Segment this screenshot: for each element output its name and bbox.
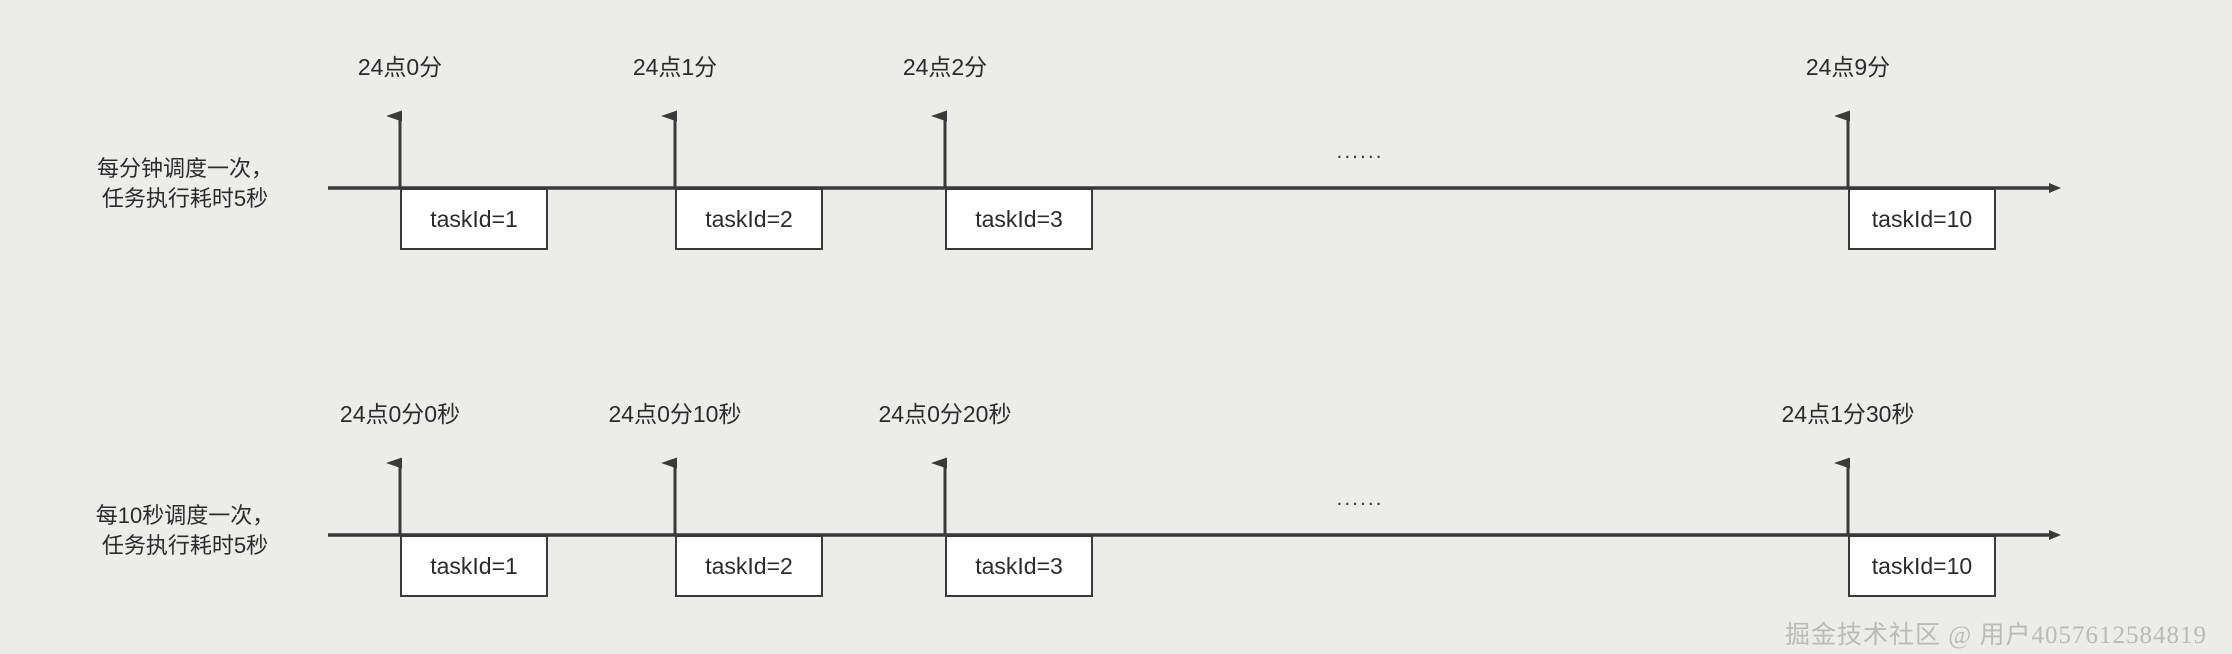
timeline-description-line2: 任务执行耗时5秒: [101, 533, 269, 558]
timeline-description-line1: 每分钟调度一次，: [96, 156, 273, 181]
task-execution-label: taskId=2: [705, 552, 793, 579]
task-execution-label: taskId=10: [1871, 205, 1973, 232]
task-execution-box: taskId=1: [400, 188, 548, 250]
task-execution-label: taskId=2: [705, 205, 793, 232]
task-execution-box: taskId=2: [675, 535, 823, 597]
task-execution-box: taskId=3: [945, 188, 1093, 250]
tick-time-label: 24点0分10秒: [608, 401, 742, 427]
task-execution-box: taskId=3: [945, 535, 1093, 597]
task-execution-label: taskId=1: [430, 552, 518, 579]
tick-time-label: 24点1分: [632, 54, 718, 80]
task-execution-box: taskId=1: [400, 535, 548, 597]
task-execution-box: taskId=10: [1848, 188, 1996, 250]
tick-time-label: 24点0分20秒: [878, 401, 1012, 427]
watermark: 掘金技术社区 @ 用户4057612584819: [1785, 622, 2208, 649]
task-execution-label: taskId=10: [1871, 552, 1973, 579]
tick-time-label: 24点0分: [357, 54, 443, 80]
task-execution-label: taskId=1: [430, 205, 518, 232]
timeline-description-per-minute: 每分钟调度一次， 任务执行耗时5秒: [60, 154, 310, 214]
timeline-description-line2: 任务执行耗时5秒: [101, 186, 269, 211]
tick-time-label: 24点0分0秒: [339, 401, 461, 427]
tick-time-label: 24点2分: [902, 54, 988, 80]
task-execution-label: taskId=3: [975, 205, 1063, 232]
task-execution-box: taskId=10: [1848, 535, 1996, 597]
task-execution-label: taskId=3: [975, 552, 1063, 579]
timeline-ellipsis-per-ten-seconds: ......: [1336, 487, 1384, 510]
timeline-ellipsis-per-minute: ......: [1336, 140, 1384, 163]
tick-time-label: 24点1分30秒: [1781, 401, 1915, 427]
tick-time-label: 24点9分: [1805, 54, 1891, 80]
timeline-description-per-ten-seconds: 每10秒调度一次， 任务执行耗时5秒: [60, 501, 310, 561]
task-execution-box: taskId=2: [675, 188, 823, 250]
timeline-description-line1: 每10秒调度一次，: [95, 503, 275, 528]
